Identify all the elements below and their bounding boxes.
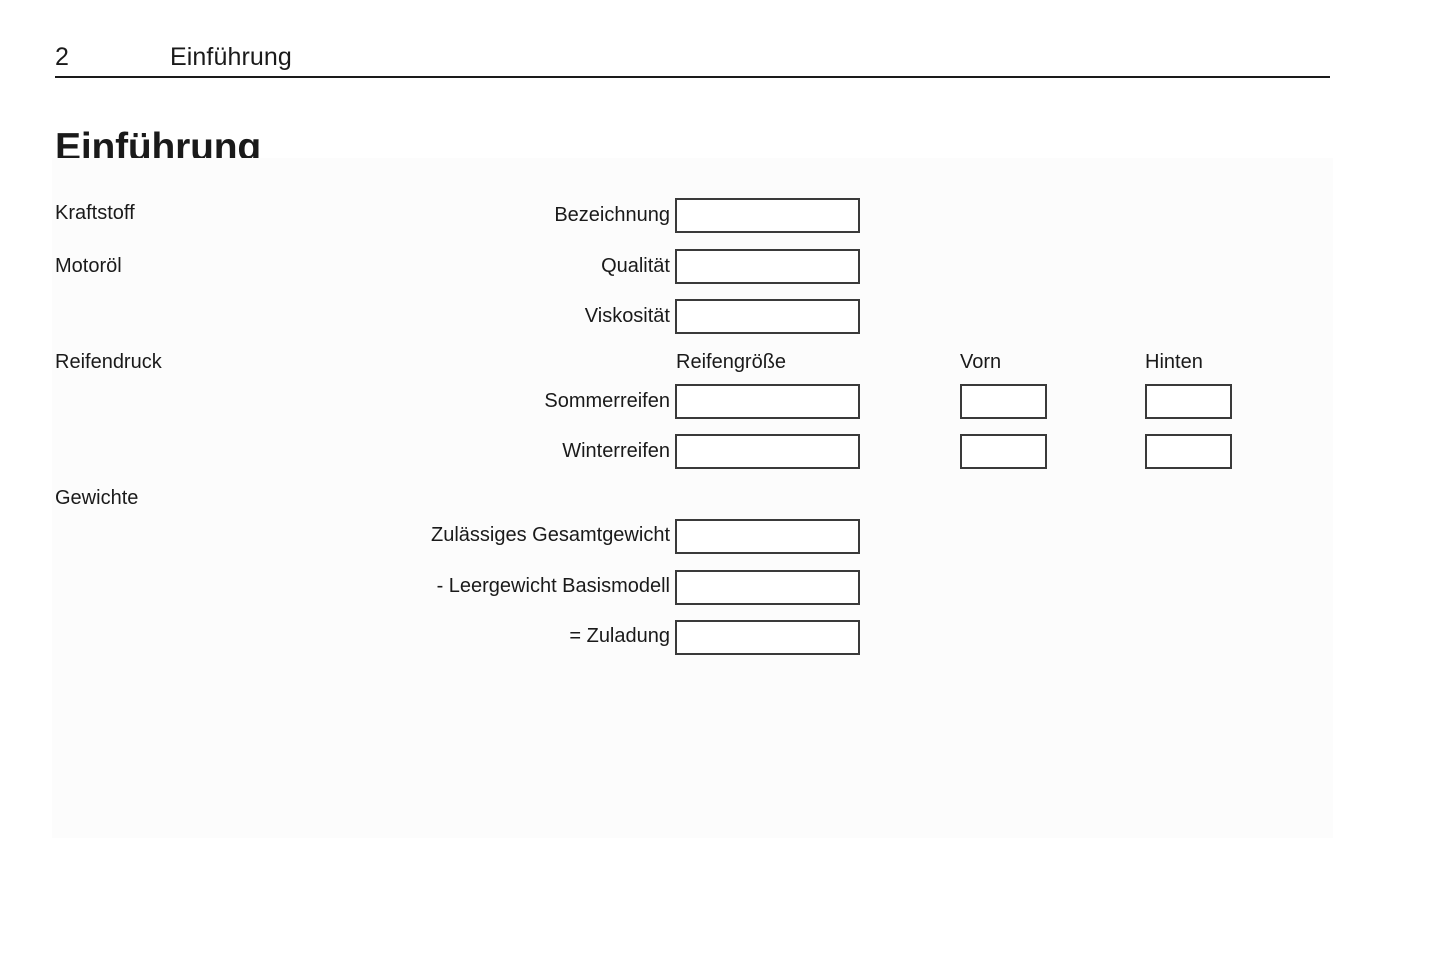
field-label-leergewicht-basismodell: - Leergewicht Basismodell (436, 575, 670, 597)
field-label-bezeichnung-wrap: Bezeichnung (60, 203, 670, 227)
field-input-viskositaet[interactable] (675, 299, 860, 334)
field-label-viskositaet-wrap: Viskosität (60, 304, 670, 328)
field-input-leergewicht-basismodell[interactable] (675, 570, 860, 605)
field-label-qualitaet: Qualität (601, 255, 670, 277)
column-header-hinten: Hinten (1145, 351, 1203, 373)
field-input-winterreifen-vorn[interactable] (960, 434, 1047, 469)
section-label-gewichte: Gewichte (55, 487, 139, 509)
field-input-zuladung[interactable] (675, 620, 860, 655)
field-label-zuladung-wrap: = Zuladung (60, 624, 670, 648)
field-label-qualitaet-wrap: Qualität (60, 254, 670, 278)
column-header-vorn: Vorn (960, 351, 1002, 373)
section-label-reifendruck: Reifendruck (55, 351, 162, 373)
vehicle-data-form-panel: Kraftstoff Bezeichnung Motoröl Qualität … (52, 158, 1333, 838)
field-label-winterreifen: Winterreifen (562, 440, 670, 462)
header-divider-rule (55, 76, 1330, 78)
section-label-motoroel: Motoröl (55, 255, 122, 277)
field-input-sommerreifen-groesse[interactable] (675, 384, 860, 419)
field-label-sommerreifen: Sommerreifen (544, 390, 670, 412)
field-input-bezeichnung[interactable] (675, 198, 860, 233)
field-label-winterreifen-wrap: Winterreifen (60, 439, 670, 463)
field-input-zulaessiges-gesamtgewicht[interactable] (675, 519, 860, 554)
field-label-leergewicht-basismodell-wrap: - Leergewicht Basismodell (60, 574, 670, 598)
field-label-bezeichnung: Bezeichnung (554, 204, 670, 226)
header-chapter-name: Einführung (170, 43, 292, 71)
field-input-winterreifen-groesse[interactable] (675, 434, 860, 469)
field-input-winterreifen-hinten[interactable] (1145, 434, 1232, 469)
section-label-kraftstoff: Kraftstoff (55, 202, 135, 224)
field-label-sommerreifen-wrap: Sommerreifen (60, 389, 670, 413)
field-label-zuladung: = Zuladung (569, 625, 670, 647)
field-label-zulaessiges-gesamtgewicht-wrap: Zulässiges Gesamtgewicht (60, 523, 670, 547)
field-label-zulaessiges-gesamtgewicht: Zulässiges Gesamtgewicht (431, 524, 670, 546)
field-input-qualitaet[interactable] (675, 249, 860, 284)
field-input-sommerreifen-vorn[interactable] (960, 384, 1047, 419)
running-header: 2 Einführung (55, 42, 1330, 80)
column-header-reifengroesse: Reifengröße (676, 351, 787, 373)
page-number: 2 (55, 43, 70, 71)
field-label-viskositaet: Viskosität (584, 305, 670, 327)
field-input-sommerreifen-hinten[interactable] (1145, 384, 1232, 419)
